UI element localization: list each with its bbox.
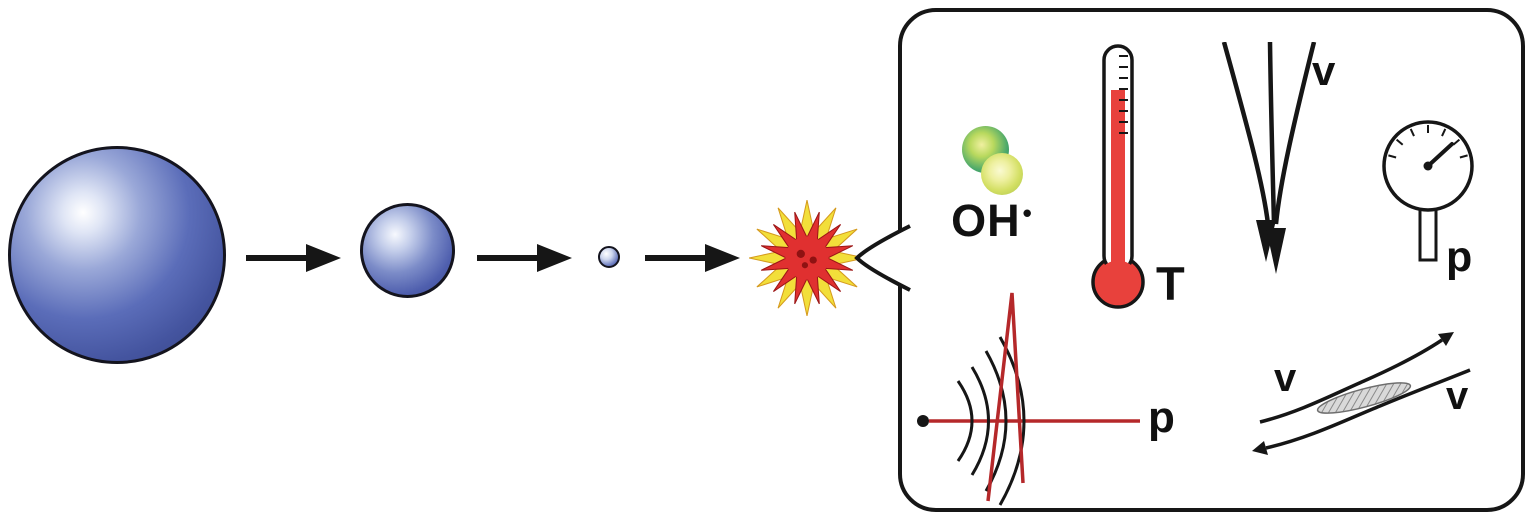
- right-arrow-icon: [477, 244, 572, 272]
- converging-jet-arrows-icon: [1221, 42, 1317, 274]
- bubble-small-icon: [598, 246, 620, 268]
- pressure-gauge-icon: [1382, 120, 1474, 262]
- shear-velocity-left-label: v: [1274, 356, 1297, 400]
- jet-velocity-label: v: [1312, 47, 1336, 94]
- hydroxyl-radical-label: OH•: [933, 198, 1051, 243]
- right-arrow-icon: [246, 244, 341, 272]
- shear-flow-icon: [1252, 332, 1471, 455]
- temperature-label: T: [1156, 257, 1185, 310]
- shear-velocity-right-label: v: [1446, 374, 1469, 418]
- shockwave-icon: [917, 292, 1140, 506]
- radical-sphere-yellow-icon: [981, 153, 1023, 195]
- hydroxyl-radical-text: OH: [951, 195, 1021, 246]
- thermometer-icon: [1091, 44, 1145, 309]
- bubble-medium-icon: [360, 203, 455, 298]
- right-arrow-icon: [645, 244, 740, 272]
- gauge-pressure-label: p: [1446, 233, 1473, 281]
- shock-pressure-label: p: [1148, 393, 1175, 442]
- radical-dot: •: [1022, 197, 1033, 228]
- callout-tail-icon: [854, 224, 911, 292]
- collapse-starburst-icon: [749, 200, 865, 316]
- bubble-large-icon: [8, 146, 226, 364]
